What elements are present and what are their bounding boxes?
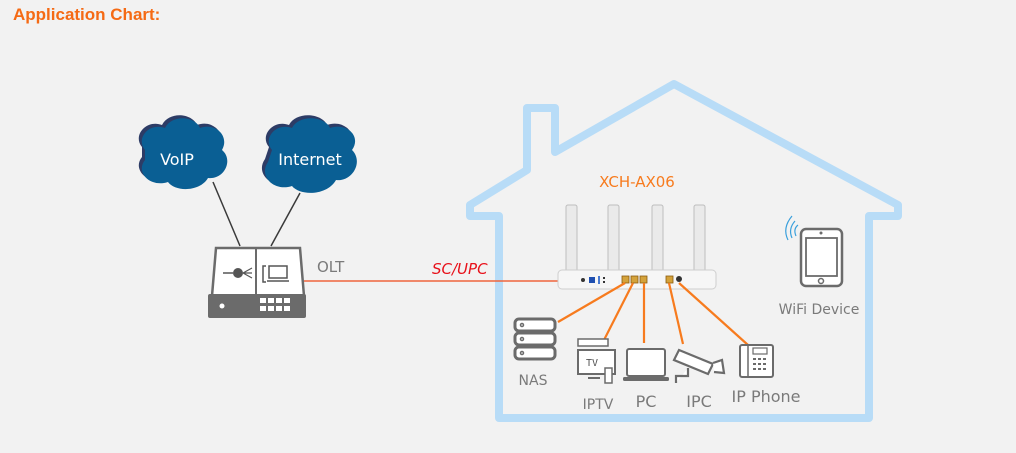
router-model-label: XCH-AX06 [599,173,675,191]
link-ip-phone [678,282,749,346]
pc-icon [623,348,669,381]
link-internet-olt [270,192,301,247]
link-ipc [667,282,685,345]
page-title: Application Chart: [13,5,161,24]
nas-icon [513,317,557,361]
ip-phone-icon [739,344,774,378]
cloud-internet-icon [261,115,357,193]
cloud-internet-label: Internet [278,150,342,169]
wifi-device-label: WiFi Device [779,302,860,318]
fiber-label: SC/UPC [432,260,488,278]
pc-label: PC [636,392,657,411]
ipc-label: IPC [686,392,712,411]
olt-device-icon [208,246,306,318]
wifi-signal-icon [785,215,799,241]
ip-phone-label: IP Phone [731,387,800,406]
link-voip-olt [212,181,241,247]
ipc-camera-icon [672,348,726,383]
house-outline [466,80,902,422]
link-nas [557,282,626,323]
cloud-voip-icon [138,115,228,190]
nas-label: NAS [519,373,548,389]
tablet-icon [799,227,844,288]
cloud-voip-label: VoIP [160,150,194,169]
iptv-tv-text: TV [586,358,598,369]
iptv-label: IPTV [583,397,614,413]
iptv-icon [577,338,616,384]
router-icon [557,204,717,290]
link-iptv [603,282,634,341]
olt-label: OLT [317,258,345,276]
